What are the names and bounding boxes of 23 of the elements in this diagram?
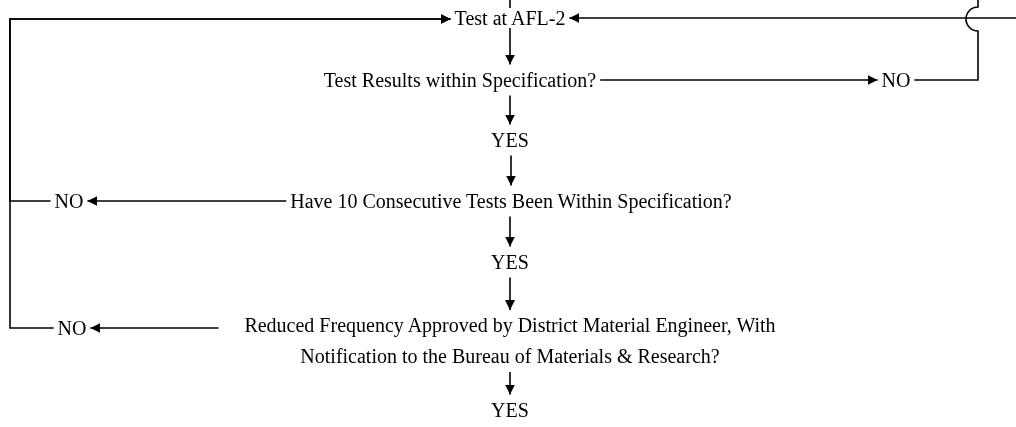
answer-text: NO — [50, 185, 88, 217]
arrow — [9, 14, 452, 329]
arrow — [599, 75, 879, 85]
answer-text: YES — [487, 394, 533, 426]
arrow — [505, 276, 515, 311]
arrow — [506, 154, 516, 187]
connector-line — [509, 0, 511, 9]
question-text: Test Results within Specification? — [319, 64, 601, 96]
arrow — [505, 94, 515, 126]
arrow — [505, 215, 515, 248]
arrow — [505, 371, 515, 396]
answer-text: YES — [487, 124, 533, 156]
answer-text: YES — [487, 246, 533, 278]
arrow — [568, 13, 1016, 23]
arrow — [505, 27, 515, 66]
question-text: Have 10 Consecutive Tests Been Within Specification? — [286, 185, 736, 217]
answer-text: NO — [877, 64, 915, 96]
arrow — [86, 196, 288, 206]
step-text: Test at AFL-2 — [450, 8, 570, 28]
answer-text: NO — [53, 312, 91, 344]
question-text: Reduced Frequency Approved by District Material Engineer, With Notification to the Bureau of Materials & Research? — [218, 310, 802, 372]
connector-line — [913, 0, 979, 81]
arrow — [89, 323, 220, 333]
